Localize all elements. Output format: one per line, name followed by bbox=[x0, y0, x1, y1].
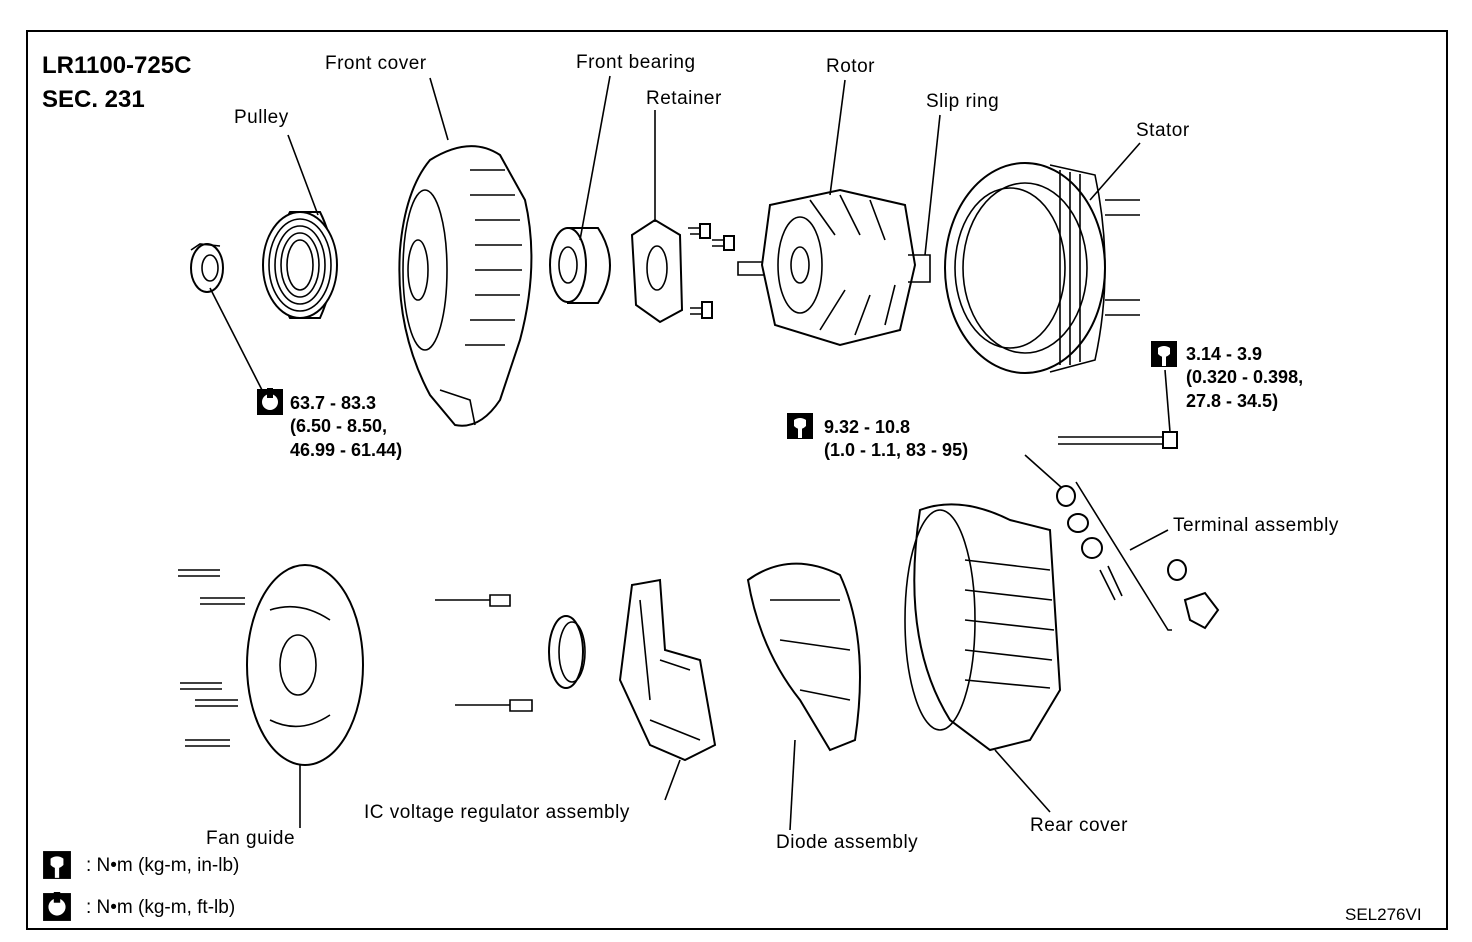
wrench-ft-lb-icon bbox=[42, 892, 72, 927]
model-title: LR1100-725C bbox=[42, 52, 192, 79]
rear-cover bbox=[904, 503, 1062, 752]
rear-cover-label: Rear cover bbox=[1030, 815, 1128, 836]
terminal-parts bbox=[1056, 481, 1220, 631]
figure-code: SEL276VI bbox=[1345, 905, 1422, 924]
rivet-pins bbox=[435, 594, 533, 712]
fan-guide-label: Fan guide bbox=[206, 828, 296, 849]
pulley-torque-line1: 63.7 - 83.3 bbox=[290, 393, 377, 413]
stator-torque-line1: 3.14 - 3.9 bbox=[1186, 344, 1263, 364]
wrench-ft-lb-icon bbox=[256, 388, 284, 421]
ring bbox=[548, 615, 586, 689]
section-title: SEC. 231 bbox=[42, 86, 145, 113]
fan-guide-screws bbox=[178, 569, 245, 747]
stator-torque: 3.14 - 3.9 (0.320 - 0.398, 27.8 - 34.5) bbox=[1186, 343, 1303, 413]
stator-torque-line3: 27.8 - 34.5) bbox=[1186, 390, 1279, 411]
front-bearing bbox=[549, 227, 611, 304]
stator bbox=[944, 162, 1140, 374]
slip-ring-label: Slip ring bbox=[926, 91, 1000, 112]
legend-in-lb: : N•m (kg-m, in-lb) bbox=[86, 855, 240, 876]
rotor-label: Rotor bbox=[826, 56, 875, 77]
ic-regulator bbox=[618, 578, 717, 762]
pulley-label: Pulley bbox=[234, 107, 289, 128]
legend-ft-lb: : N•m (kg-m, ft-lb) bbox=[86, 897, 236, 918]
retainer-screws bbox=[688, 223, 735, 319]
stator-label: Stator bbox=[1136, 120, 1190, 141]
retainer bbox=[630, 218, 684, 324]
pulley-torque-line3: 46.99 - 61.44) bbox=[290, 439, 403, 460]
wrench-in-lb-icon bbox=[786, 412, 814, 445]
diagram-frame bbox=[26, 30, 1448, 930]
leader-lines bbox=[209, 75, 1171, 831]
ic-regulator-label: IC voltage regulator assembly bbox=[364, 802, 630, 823]
through-bolt bbox=[1058, 431, 1178, 449]
retainer-label: Retainer bbox=[646, 88, 722, 109]
terminal-torque: 9.32 - 10.8 (1.0 - 1.1, 83 - 95) bbox=[824, 416, 968, 463]
front-cover bbox=[398, 145, 533, 427]
wrench-in-lb-icon bbox=[1150, 340, 1178, 373]
front-cover-label: Front cover bbox=[325, 53, 427, 74]
pulley-torque-line2: (6.50 - 8.50, bbox=[290, 416, 388, 437]
fan-guide bbox=[246, 564, 364, 766]
front-bearing-label: Front bearing bbox=[576, 52, 696, 73]
terminal-torque-line1: 9.32 - 10.8 bbox=[824, 417, 911, 437]
pulley-nut bbox=[190, 243, 224, 293]
wrench-in-lb-icon bbox=[42, 850, 72, 885]
diode-assembly-label: Diode assembly bbox=[776, 832, 919, 853]
terminal-assembly-label: Terminal assembly bbox=[1173, 515, 1339, 536]
diode-assembly bbox=[746, 562, 861, 752]
stator-torque-line2: (0.320 - 0.398, bbox=[1186, 367, 1304, 388]
terminal-torque-line2: (1.0 - 1.1, 83 - 95) bbox=[824, 440, 969, 461]
pulley-torque: 63.7 - 83.3 (6.50 - 8.50, 46.99 - 61.44) bbox=[290, 392, 402, 462]
rotor bbox=[737, 188, 931, 347]
pulley bbox=[262, 211, 338, 319]
